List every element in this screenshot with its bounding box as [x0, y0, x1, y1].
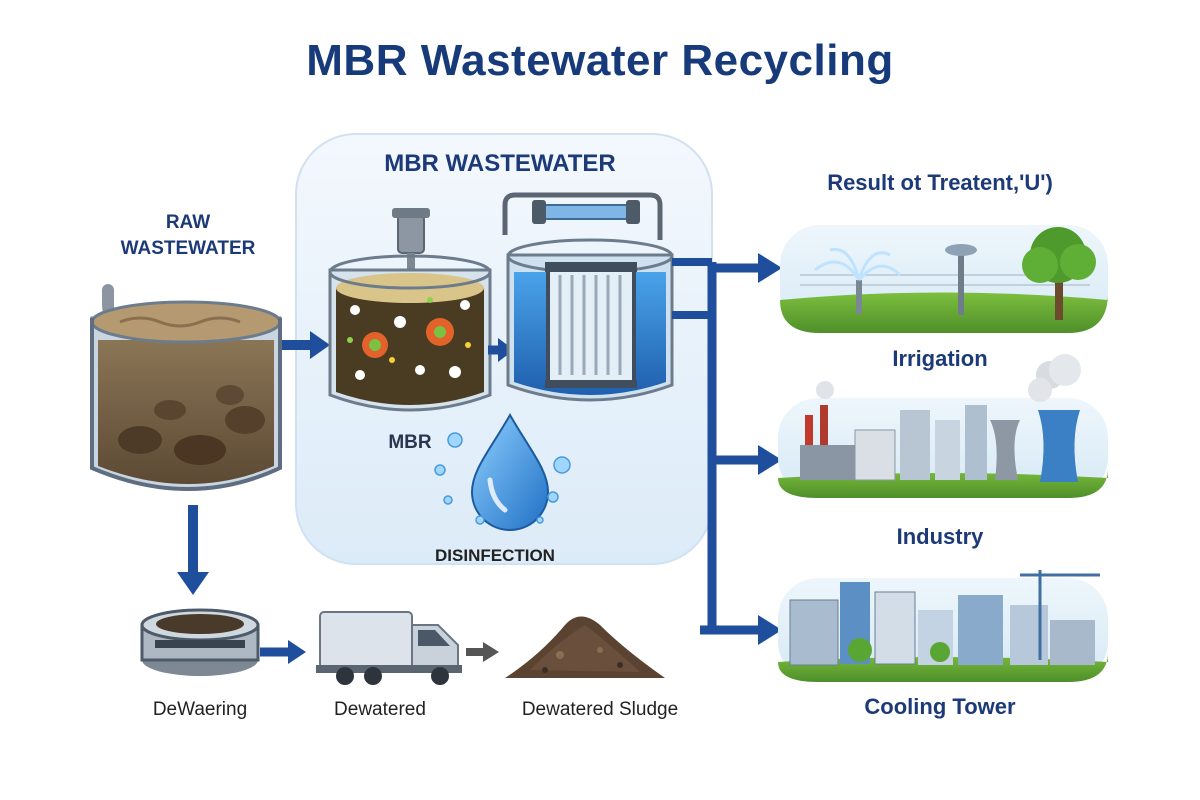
raw-tank-icon: [90, 284, 282, 491]
result-industry-label: Industry: [896, 524, 984, 549]
results-heading: Result ot Treatent,'U'): [827, 170, 1053, 195]
page-title: MBR Wastewater Recycling: [306, 36, 894, 85]
raw-wastewater-label: RAW WASTEWATER: [120, 212, 256, 259]
sludge-dewatering-label: DeWaering: [152, 699, 248, 720]
irrigation-scene-icon: [780, 225, 1108, 333]
sludge-dewatered-sludge-label: Dewatered Sludge: [521, 699, 679, 720]
mbr-small-label: MBR: [388, 432, 432, 453]
sludge-dewatered-label: Dewatered: [334, 699, 426, 720]
dewatering-unit-icon: [140, 608, 260, 676]
city-scene-icon: [778, 570, 1108, 682]
result-irrigation-label: Irrigation: [892, 346, 988, 371]
water-drop-icon: [434, 412, 571, 531]
aeration-tank-icon: [328, 208, 492, 412]
result-cooling-tower-label: Cooling Tower: [864, 694, 1016, 719]
membrane-tank-icon: [502, 192, 674, 402]
sludge-pile-icon: [505, 616, 665, 678]
industry-scene-icon: [778, 354, 1108, 498]
mbr-wastewater-label: MBR WASTEWATER: [384, 150, 616, 177]
disinfection-label: DISINFECTION: [435, 546, 555, 565]
truck-icon: [316, 611, 462, 685]
